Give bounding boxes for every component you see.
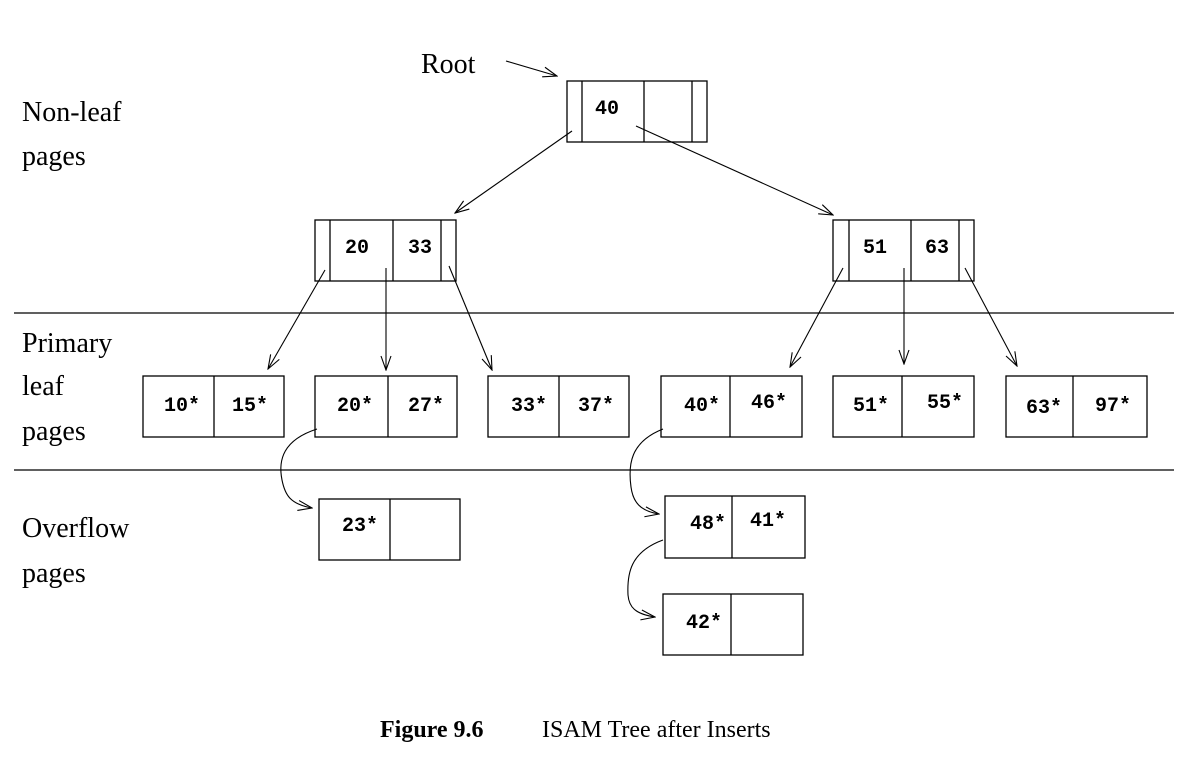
left-index-arrow-1 (268, 269, 326, 369)
leaf-6-entry-1: 63* (1026, 397, 1062, 420)
root-to-left-arrow (455, 130, 573, 213)
overflow-page-1: 23* (318, 498, 461, 561)
leaf-4-entry-1: 40* (684, 395, 720, 418)
leaf-5-entry-2: 55* (927, 392, 963, 415)
overflow-chain-arrow-3 (627, 539, 664, 617)
leaf-page-4: 40* 46* (660, 375, 803, 438)
primary-label-line1: Primary (22, 328, 112, 359)
index-right-key1: 51 (863, 237, 887, 260)
primary-label-line2: leaf (22, 371, 65, 402)
nonleaf-label-line2: pages (22, 141, 86, 172)
overflow-chain-arrow-1 (280, 428, 318, 508)
leaf-4-entry-2: 46* (751, 392, 787, 415)
leaf-page-6: 63* 97* (1005, 375, 1148, 438)
overflow-page-3: 42* (662, 593, 804, 656)
root-pointer-arrow (505, 60, 557, 76)
leaf-page-2: 20* 27* (314, 375, 458, 438)
index-right-key2: 63 (925, 237, 949, 260)
overflow-chain-arrow-2 (629, 428, 664, 514)
right-index-arrow-3 (964, 267, 1017, 366)
index-left-key2: 33 (408, 237, 432, 260)
index-node-left: 20 33 (314, 219, 457, 282)
leaf-5-entry-1: 51* (853, 395, 889, 418)
overflow-label-line1: Overflow (22, 513, 130, 544)
root-to-right-arrow (635, 125, 833, 215)
leaf-2-entry-1: 20* (337, 395, 373, 418)
overflow-3-entry-1: 42* (686, 612, 722, 635)
caption-figure-number: Figure 9.6 (380, 717, 484, 743)
root-label: Root (421, 49, 476, 80)
nonleaf-label-line1: Non-leaf (22, 97, 122, 128)
index-left-key1: 20 (345, 237, 369, 260)
leaf-6-entry-2: 97* (1095, 395, 1131, 418)
root-key: 40 (595, 98, 619, 121)
overflow-2-entry-2: 41* (750, 510, 786, 533)
leaf-page-3: 33* 37* (487, 375, 630, 438)
overflow-2-entry-1: 48* (690, 513, 726, 536)
primary-label-line3: pages (22, 416, 86, 447)
leaf-page-5: 51* 55* (832, 375, 975, 438)
root-node: 40 (566, 80, 708, 143)
right-index-arrow-1 (790, 267, 844, 367)
caption-text: ISAM Tree after Inserts (542, 717, 771, 743)
leaf-2-entry-2: 27* (408, 395, 444, 418)
leaf-1-entry-1: 10* (164, 395, 200, 418)
left-index-arrow-3 (448, 265, 492, 370)
leaf-3-entry-2: 37* (578, 395, 614, 418)
leaf-3-entry-1: 33* (511, 395, 547, 418)
leaf-page-1: 10* 15* (142, 375, 285, 438)
leaf-1-entry-2: 15* (232, 395, 268, 418)
overflow-label-line2: pages (22, 558, 86, 589)
overflow-1-entry-1: 23* (342, 515, 378, 538)
overflow-page-2: 48* 41* (664, 495, 806, 559)
